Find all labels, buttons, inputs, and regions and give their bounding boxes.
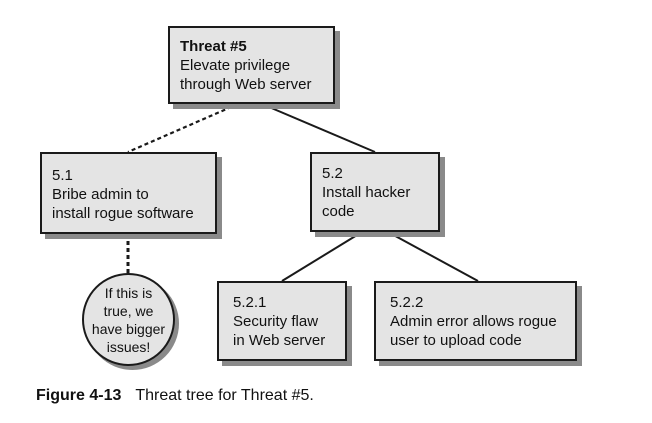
node-5-2-2: 5.2.2 Admin error allows rogue user to u…: [374, 281, 577, 361]
node-5-1: 5.1 Bribe admin to install rogue softwar…: [40, 152, 217, 234]
node-text-line: Install hacker: [322, 184, 411, 201]
node-id: 5.2.2: [390, 294, 424, 311]
note-text-line: true, we: [103, 302, 154, 319]
node-text-line: code: [322, 203, 355, 220]
node-id: 5.2: [322, 165, 343, 182]
threat-description-line: Elevate privilege: [180, 57, 291, 74]
node-text-line: Admin error allows rogue: [390, 313, 557, 330]
note-text-line: issues!: [106, 338, 151, 355]
edge-root-to-5-1-dashed: [127, 102, 239, 154]
edge-5-2-to-5-2-1: [281, 231, 363, 282]
note-text-line: have bigger: [91, 320, 166, 337]
node-5-2: 5.2 Install hacker code: [310, 152, 440, 232]
node-text-line: Security flaw: [233, 313, 319, 330]
threat-description-line: through Web server: [180, 76, 312, 93]
edge-5-2-to-5-2-2: [387, 231, 479, 282]
node-text-line: Bribe admin to: [52, 186, 149, 203]
figure-caption: Figure 4-13 Threat tree for Threat #5.: [36, 387, 314, 405]
figure-label: Figure 4-13: [36, 387, 122, 404]
node-5-2-1: 5.2.1 Security flaw in Web server: [217, 281, 347, 361]
threat-title: Threat #5: [180, 38, 247, 55]
node-id: 5.2.1: [233, 294, 267, 311]
node-text-line: user to upload code: [390, 332, 522, 349]
node-id: 5.1: [52, 167, 73, 184]
figure-caption-text: Threat tree for Threat #5.: [135, 387, 314, 404]
note-circle: If this is true, we have bigger issues!: [82, 273, 175, 366]
node-text-line: in Web server: [233, 332, 326, 349]
note-text-line: If this is: [104, 284, 153, 301]
edge-root-to-5-2: [261, 103, 376, 153]
node-text-line: install rogue software: [52, 205, 194, 222]
threat-root-node: Threat #5 Elevate privilege through Web …: [168, 26, 335, 104]
